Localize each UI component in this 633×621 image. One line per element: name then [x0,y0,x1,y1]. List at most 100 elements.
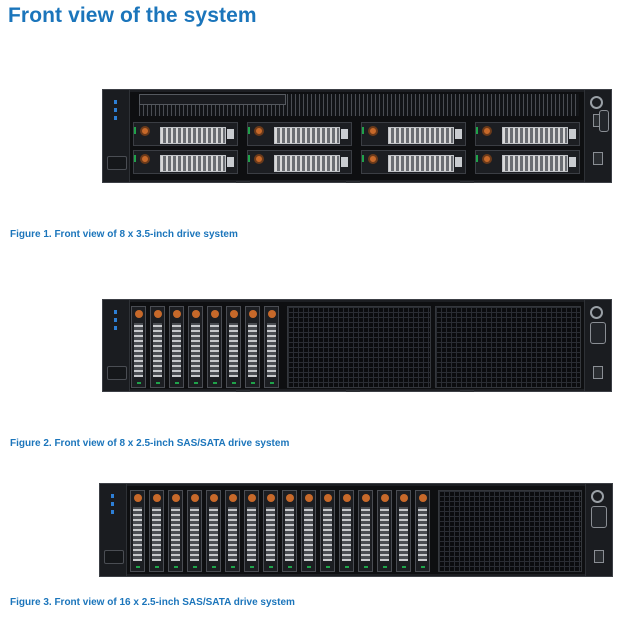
drive-release-icon [368,126,378,136]
right-control-panel [584,90,611,182]
figure-caption: Figure 1. Front view of 8 x 3.5-inch dri… [10,229,238,240]
drive-slot[interactable] [187,490,202,572]
status-led-icon [111,510,114,514]
status-led-icon [114,318,117,322]
status-led-icon [114,116,117,120]
drive-slot[interactable] [396,490,411,572]
drive-release-icon [419,494,427,502]
drive-release-icon [135,310,143,318]
drive-release-icon [191,494,199,502]
drive-slot[interactable] [225,490,240,572]
server-front-8x25 [102,299,612,392]
status-led-icon [111,502,114,506]
usb-port-icon [593,152,603,165]
drive-slot[interactable] [168,490,183,572]
drive-release-icon [173,310,181,318]
left-control-panel [100,484,127,576]
vga-port-icon [599,110,609,132]
drive-slot[interactable] [149,490,164,572]
drive-release-icon [140,154,150,164]
drive-slot[interactable] [377,490,392,572]
drive-slot[interactable] [188,306,203,388]
drive-slot[interactable] [320,490,335,572]
drive-release-icon [268,310,276,318]
status-led-icon [111,494,114,498]
drive-slot[interactable] [361,122,466,146]
drive-release-icon [343,494,351,502]
drive-slot[interactable] [245,306,260,388]
right-control-panel [584,300,611,391]
server-front-8x35 [102,89,612,183]
drive-release-icon [154,310,162,318]
drive-release-icon [381,494,389,502]
figure-caption: Figure 2. Front view of 8 x 2.5-inch SAS… [10,438,290,449]
drive-slot[interactable] [264,306,279,388]
drive-release-icon [286,494,294,502]
power-button-icon[interactable] [590,306,603,319]
figure-caption: Figure 3. Front view of 16 x 2.5-inch SA… [10,597,295,608]
blank-filler-panel [438,490,582,572]
drive-bay-area [133,120,581,178]
drive-slot[interactable] [206,490,221,572]
drive-slot[interactable] [207,306,222,388]
drive-release-icon [305,494,313,502]
status-led-icon [114,100,117,104]
drive-slot[interactable] [247,122,352,146]
drive-release-icon [172,494,180,502]
drive-slot[interactable] [131,306,146,388]
drive-slot[interactable] [301,490,316,572]
drive-slot[interactable] [263,490,278,572]
drive-slot[interactable] [226,306,241,388]
drive-release-icon [482,126,492,136]
drive-release-icon [482,154,492,164]
drive-release-icon [229,494,237,502]
drive-slot[interactable] [130,490,145,572]
status-led-icon [114,108,117,112]
blank-filler-panel [435,306,581,388]
drive-release-icon [210,494,218,502]
drive-release-icon [153,494,161,502]
drive-release-icon [248,494,256,502]
system-id-button[interactable] [107,156,127,170]
status-led-icon [114,326,117,330]
usb-port-icon [593,366,603,379]
drive-release-icon [362,494,370,502]
drive-slot[interactable] [133,150,238,174]
drive-slot[interactable] [133,122,238,146]
drive-release-icon [368,154,378,164]
drive-slot[interactable] [169,306,184,388]
optical-bay [139,94,286,105]
drive-bay-area [130,490,434,572]
status-led-icon [114,310,117,314]
left-control-panel [103,90,130,182]
system-id-button[interactable] [107,366,127,380]
drive-slot[interactable] [244,490,259,572]
drive-slot[interactable] [415,490,430,572]
power-button-icon[interactable] [591,490,604,503]
drive-release-icon [254,126,264,136]
system-id-button[interactable] [104,550,124,564]
drive-slot[interactable] [339,490,354,572]
drive-slot[interactable] [475,150,580,174]
drive-slot[interactable] [247,150,352,174]
drive-release-icon [140,126,150,136]
drive-bay-area [131,306,283,388]
drive-slot[interactable] [361,150,466,174]
drive-slot[interactable] [150,306,165,388]
page-title: Front view of the system [8,4,257,27]
power-button-icon[interactable] [590,96,603,109]
server-front-16x25 [99,483,613,577]
drive-slot[interactable] [282,490,297,572]
drive-release-icon [249,310,257,318]
left-control-panel [103,300,130,391]
drive-slot[interactable] [358,490,373,572]
drive-release-icon [254,154,264,164]
usb-port-icon [594,550,604,563]
drive-release-icon [211,310,219,318]
blank-filler-panel [287,306,431,388]
drive-release-icon [134,494,142,502]
vga-port-icon [590,322,606,344]
drive-slot[interactable] [475,122,580,146]
drive-release-icon [267,494,275,502]
drive-release-icon [400,494,408,502]
